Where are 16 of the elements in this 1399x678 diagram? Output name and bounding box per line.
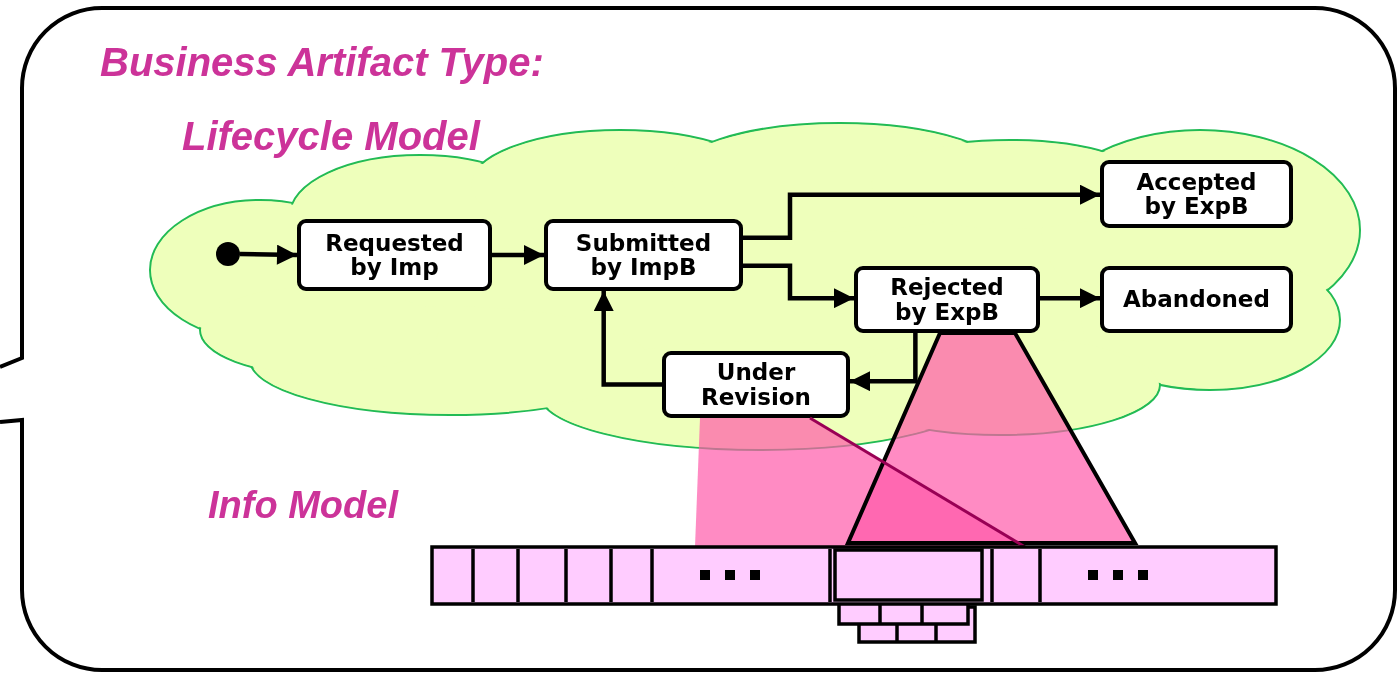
section-heading: Lifecycle Model (182, 116, 480, 156)
state-box: Submitted by ImpB (544, 219, 743, 291)
arrow (492, 245, 544, 265)
arrow (850, 333, 918, 392)
arrow (743, 184, 1100, 240)
arrow (239, 244, 298, 265)
panel-heading: Business Artifact Type: (100, 42, 544, 82)
state-box: Requested by Imp (297, 219, 492, 291)
arrow (743, 263, 854, 309)
state-box: Rejected by ExpB (854, 266, 1040, 333)
arrow (593, 291, 662, 387)
section-heading: Info Model (208, 486, 398, 524)
state-box: Accepted by ExpB (1100, 160, 1293, 228)
arrow (1040, 288, 1100, 309)
state-box: Abandoned (1100, 266, 1293, 333)
state-box: Under Revision (662, 351, 850, 418)
